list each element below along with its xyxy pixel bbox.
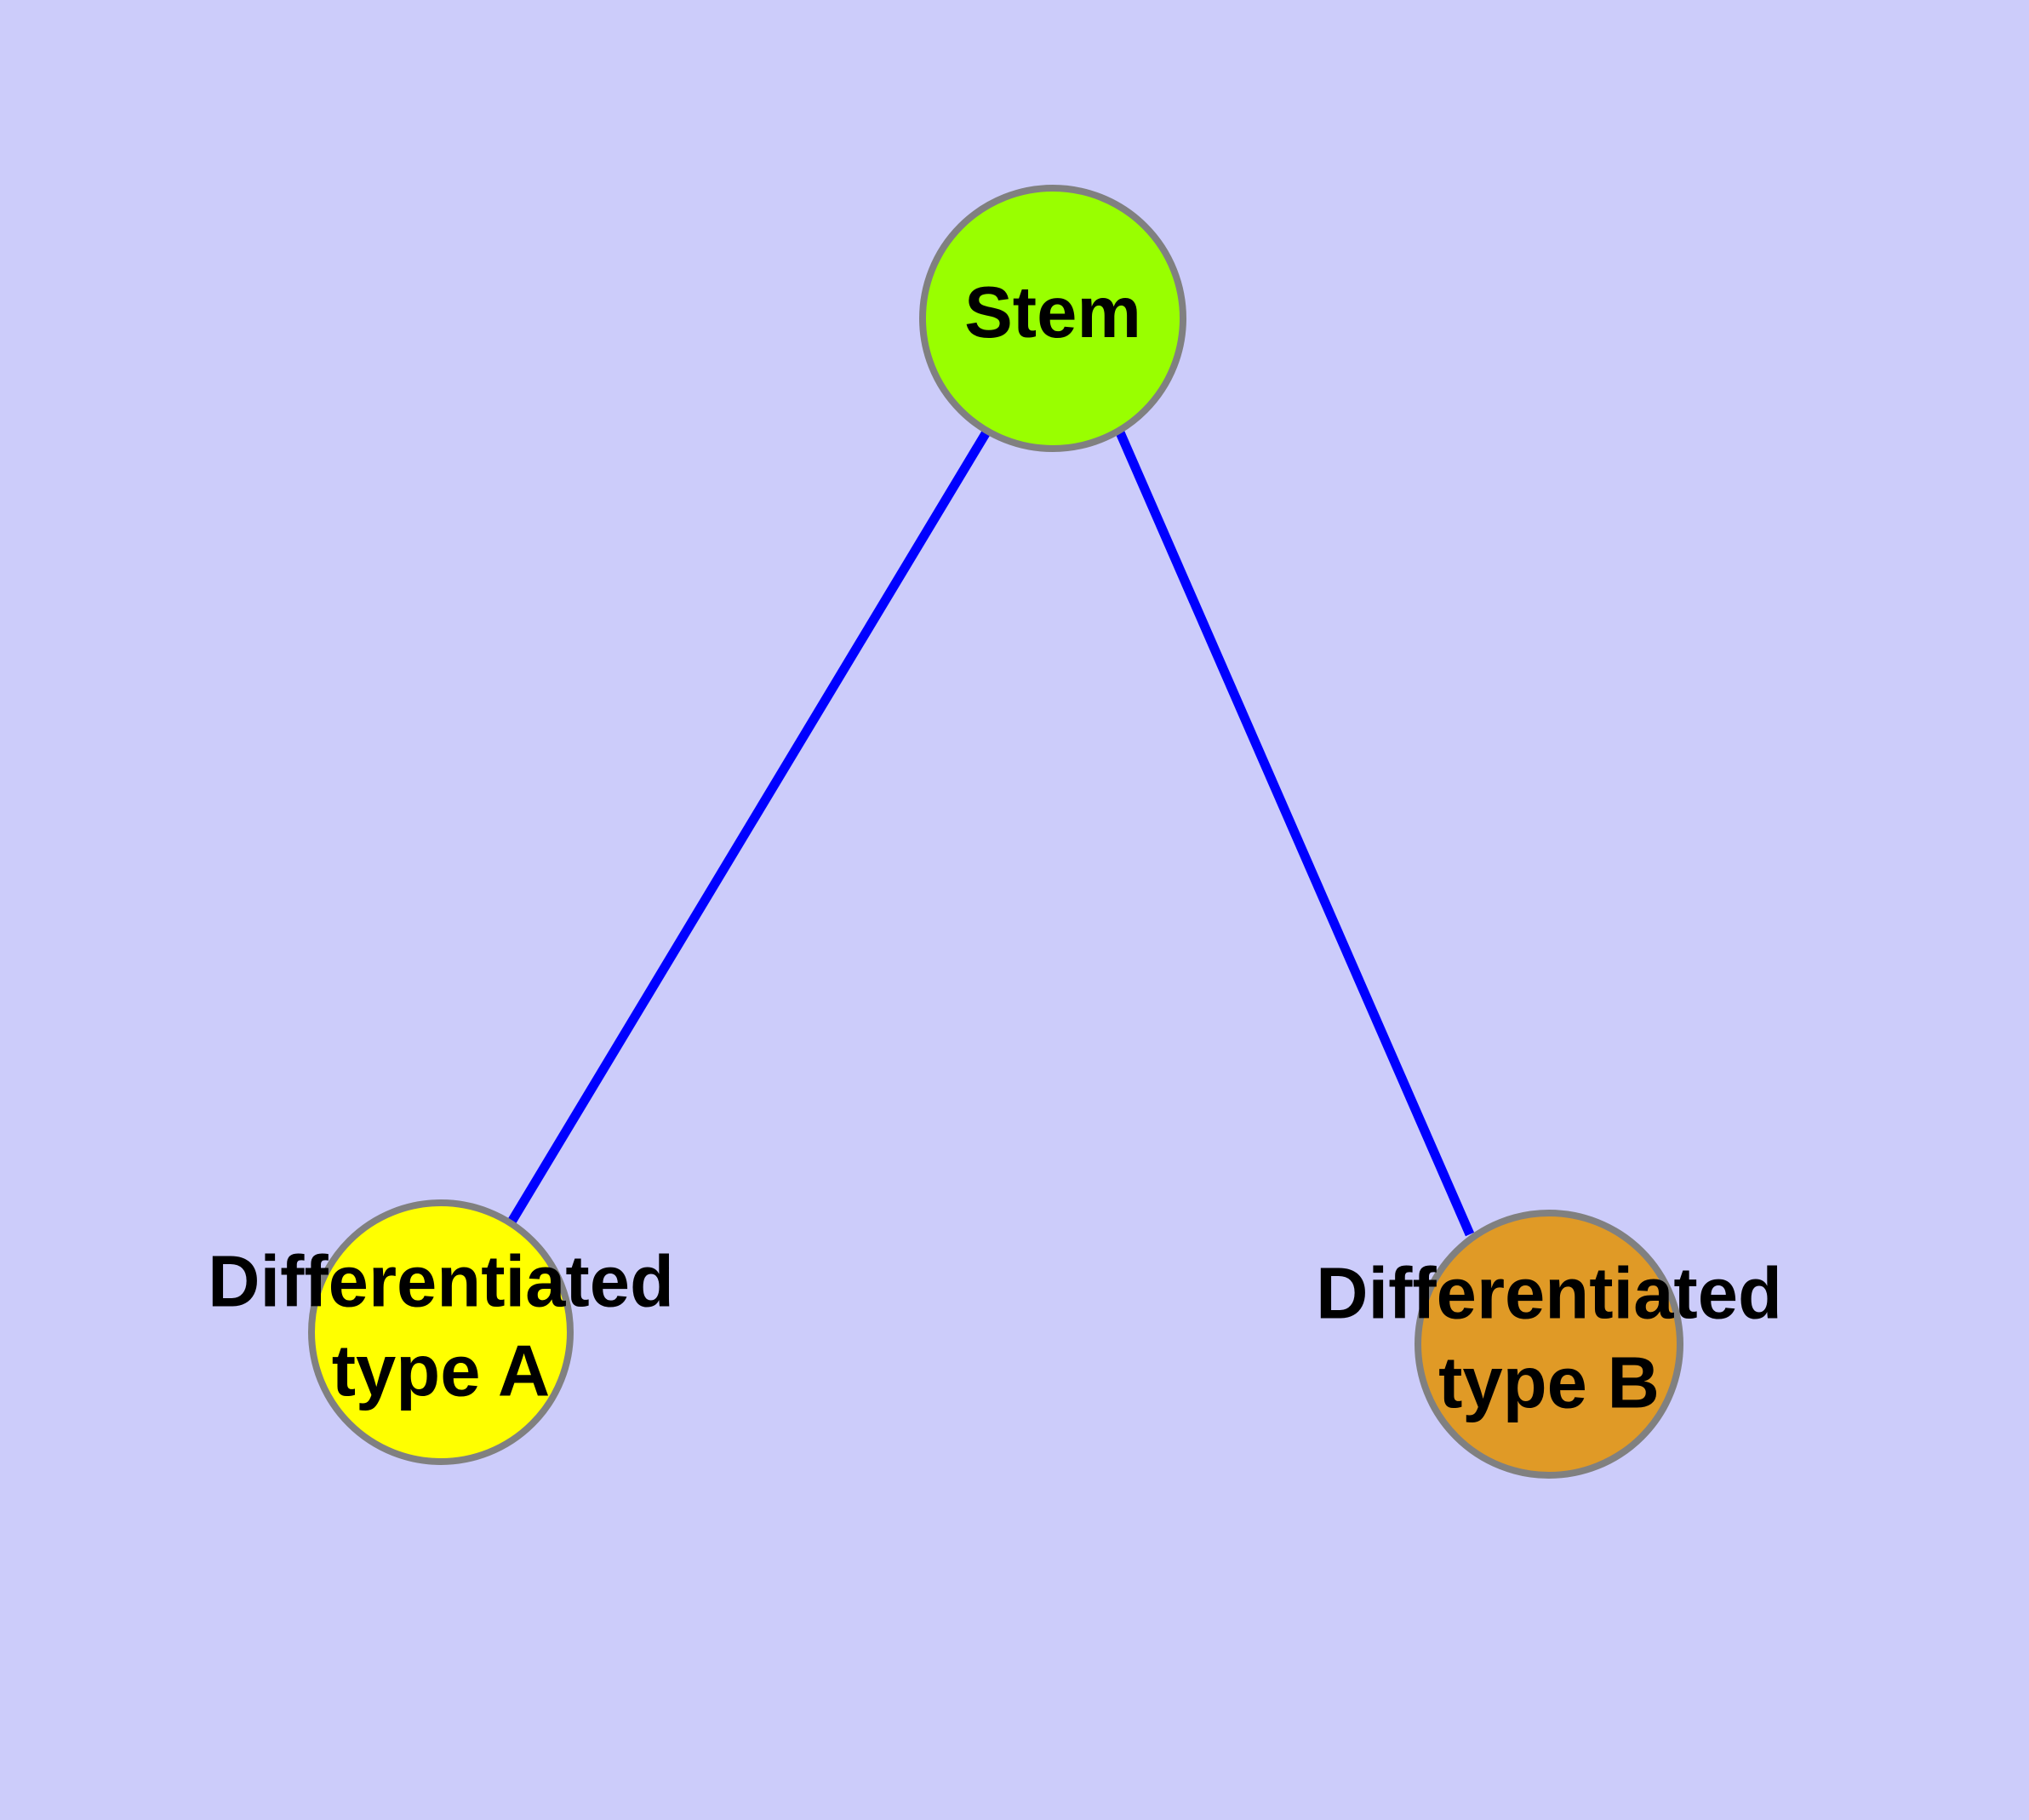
edge-stem-to-differentiated-b	[1115, 430, 1475, 1237]
node-label-line: type B	[1438, 1343, 1660, 1424]
edge-stem-to-differentiated-a	[506, 428, 992, 1226]
node-circle-differentiated-type-a[interactable]	[308, 1199, 574, 1465]
node-label-stem: Stem	[964, 272, 1141, 353]
node-circle-differentiated-type-b[interactable]	[1415, 1210, 1683, 1479]
node-differentiated-type-a[interactable]	[308, 1199, 574, 1465]
node-differentiated-type-b[interactable]	[1415, 1210, 1683, 1479]
node-label-line: type A	[332, 1331, 551, 1412]
node-stem[interactable]	[919, 185, 1186, 452]
node-label-line: Differentiated	[1316, 1254, 1782, 1335]
node-label-line: Differentiated	[208, 1242, 674, 1323]
nodes-layer	[308, 185, 1683, 1479]
node-circle-stem[interactable]	[919, 185, 1186, 452]
edges-layer	[506, 428, 1475, 1237]
node-label-line: Stem	[964, 272, 1141, 353]
